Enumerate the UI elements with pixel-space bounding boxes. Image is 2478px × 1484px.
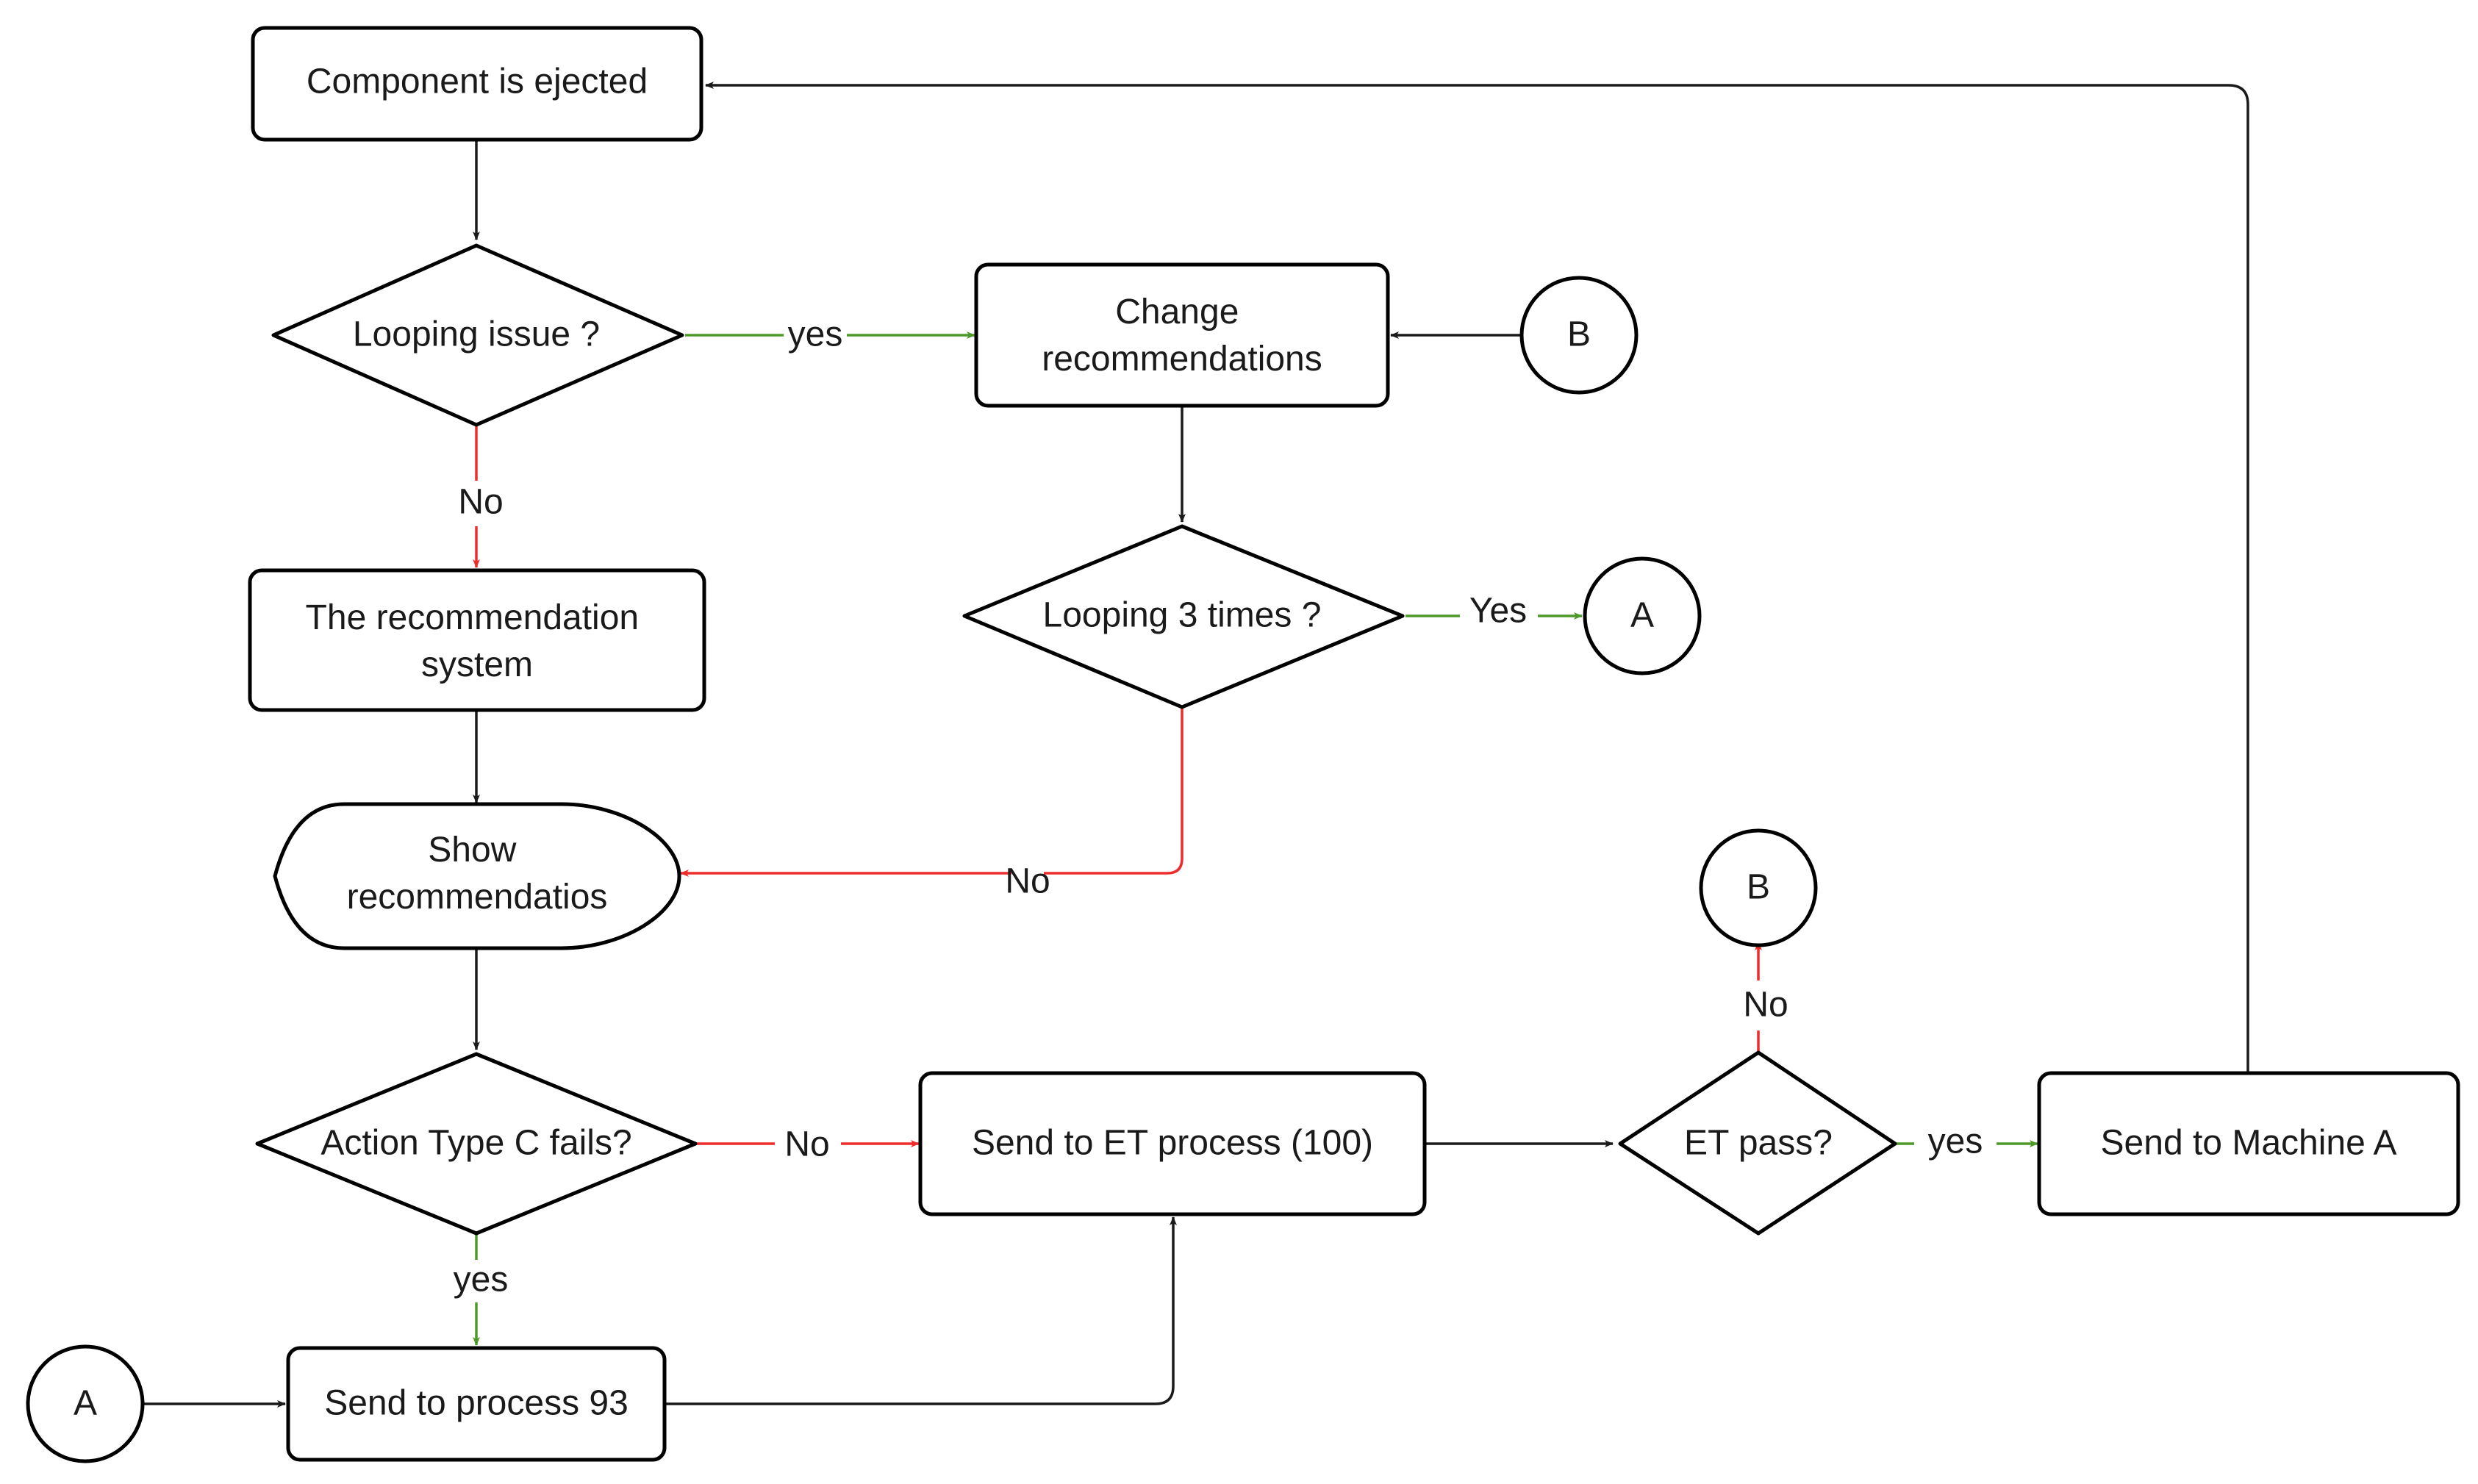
edge-label-etpass-no: No <box>1743 986 1788 1025</box>
node-show-recommendations: Show recommendatios <box>273 802 681 950</box>
node-send-process-93-label: Send to process 93 <box>324 1384 629 1423</box>
connector-a-left-label: A <box>74 1384 97 1423</box>
connector-a-left: A <box>26 1344 145 1463</box>
connector-b-mid: B <box>1699 828 1818 947</box>
node-send-machine-a: Send to Machine A <box>2037 1071 2460 1216</box>
node-component-ejected: Component is ejected <box>251 26 703 142</box>
node-recommendation-system-line-2: system <box>421 645 533 684</box>
node-show-recommendations-label: Show recommendatios <box>347 831 608 917</box>
node-change-recommendations: Change recommendations <box>974 262 1390 408</box>
node-send-process-93: Send to process 93 <box>286 1346 667 1462</box>
node-change-recommendations-line-1: Change <box>1115 293 1239 331</box>
node-component-ejected-label: Component is ejected <box>307 62 648 101</box>
node-recommendation-system: The recommendation system <box>248 568 706 712</box>
edge-label-loop3-no: No <box>1005 862 1050 901</box>
connector-b-top-label: B <box>1567 315 1591 354</box>
connector-a-right: A <box>1583 556 1702 675</box>
decision-action-type-c-label: Action Type C fails? <box>321 1124 631 1163</box>
edge-label-action-no: No <box>784 1125 829 1164</box>
node-change-recommendations-label: Change recommendations <box>1042 293 1322 379</box>
node-show-recommendations-line-2: recommendatios <box>347 878 608 917</box>
node-show-recommendations-line-1: Show <box>428 831 516 870</box>
connector-b-top: B <box>1519 276 1639 395</box>
node-send-et-process: Send to ET process (100) <box>918 1071 1427 1216</box>
edge-machine-to-ejected <box>705 82 2249 1073</box>
decision-et-pass: ET pass? <box>1618 1050 1897 1236</box>
node-send-et-process-label: Send to ET process (100) <box>972 1124 1373 1163</box>
edge-label-action-yes: yes <box>454 1261 509 1300</box>
decision-looping-3-times-label: Looping 3 times ? <box>1043 596 1322 635</box>
edge-label-looping-yes: yes <box>788 315 843 354</box>
node-recommendation-system-line-1: The recommendation <box>306 598 640 637</box>
node-recommendation-system-label: The recommendation system <box>306 598 649 684</box>
connector-b-mid-label: B <box>1747 868 1770 907</box>
node-send-machine-a-label: Send to Machine A <box>2101 1124 2397 1163</box>
edge-loop3-no <box>1044 709 1184 875</box>
edge-label-loop3-yes: Yes <box>1469 592 1527 631</box>
decision-looping-3-times: Looping 3 times ? <box>962 524 1405 709</box>
edge-93-to-et <box>665 1216 1177 1405</box>
decision-looping-issue-label: Looping issue ? <box>353 315 600 354</box>
decision-looping-issue: Looping issue ? <box>271 243 684 427</box>
decision-et-pass-label: ET pass? <box>1684 1124 1833 1163</box>
decision-action-type-c: Action Type C fails? <box>255 1052 698 1236</box>
edge-label-looping-no: No <box>458 483 503 522</box>
node-change-recommendations-line-2: recommendations <box>1042 340 1322 379</box>
connector-a-right-label: A <box>1630 596 1654 635</box>
edge-label-etpass-yes: yes <box>1928 1122 1983 1161</box>
